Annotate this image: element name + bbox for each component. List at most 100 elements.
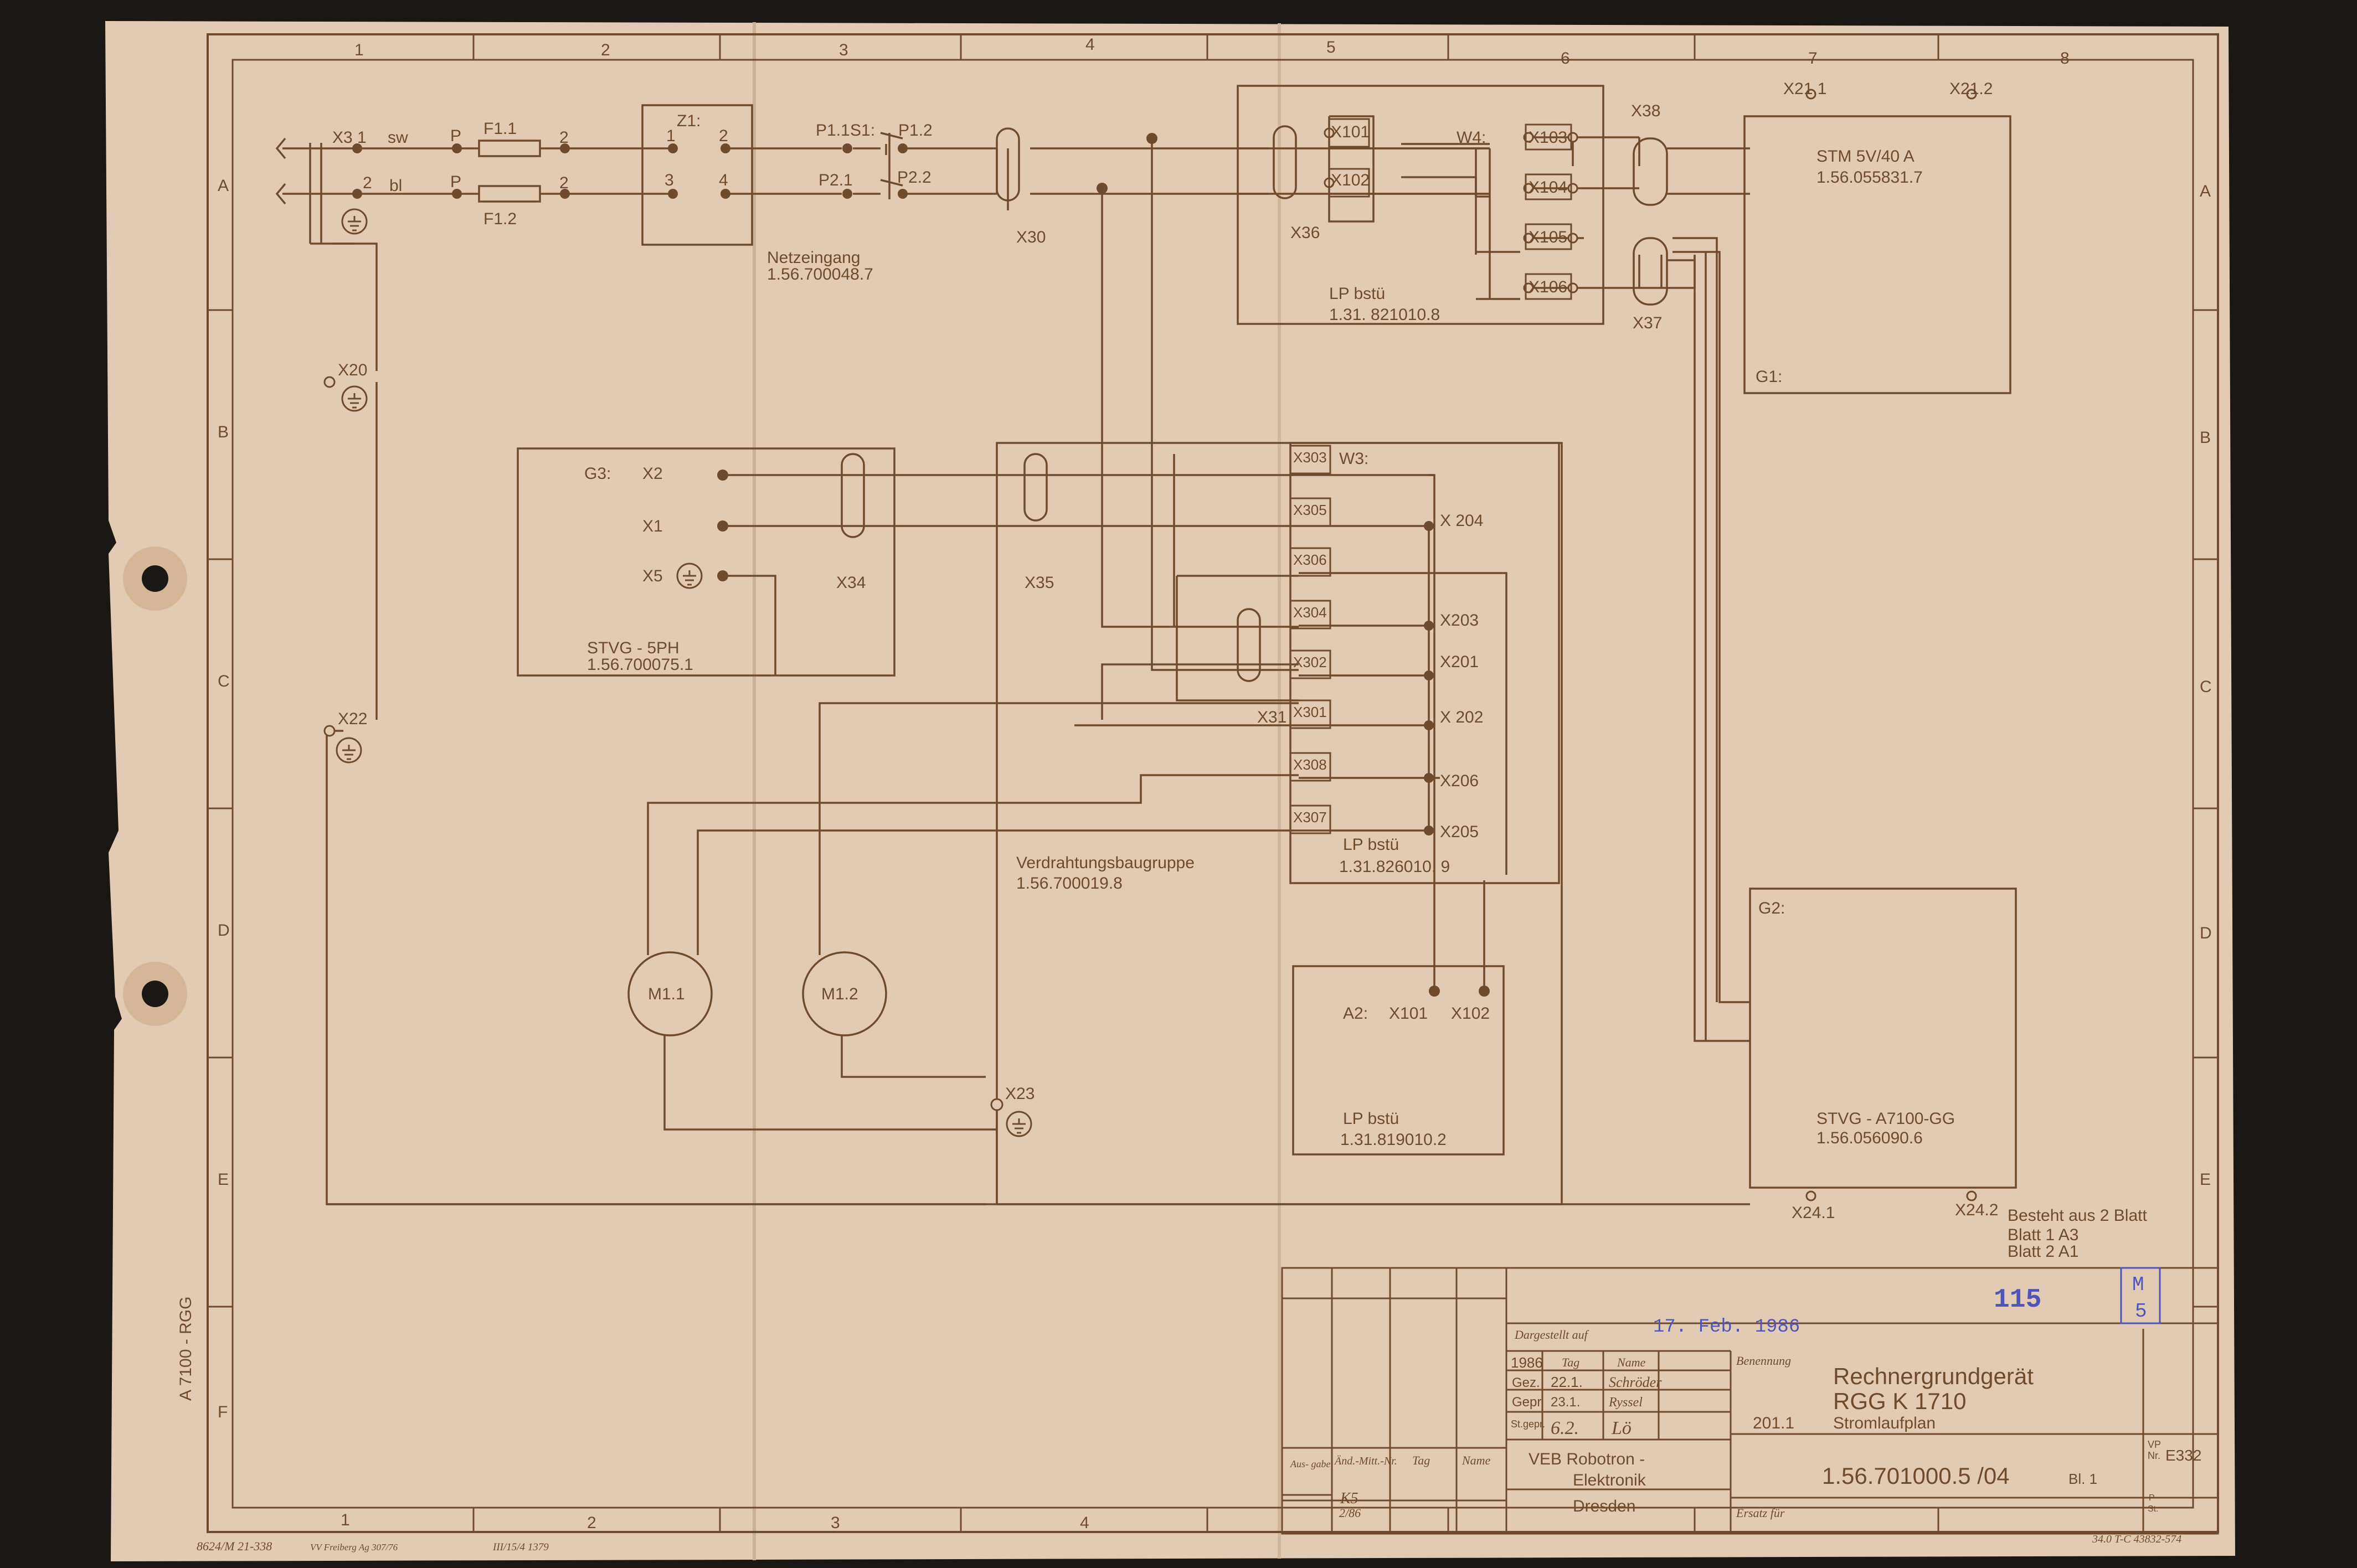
tb-gez-tag: 22.1.: [1551, 1374, 1583, 1390]
grid-col-7: 7: [1808, 49, 1818, 68]
grid-row-B-right: B: [2200, 429, 2211, 447]
label-x105: X105: [1529, 228, 1567, 246]
label-netzeingang-part: 1.56.700048.7: [767, 265, 873, 283]
grid-col-3: 3: [839, 41, 848, 59]
grid-row-A-left: A: [218, 177, 229, 195]
grid-col-1: 1: [354, 41, 364, 59]
tb-nr-val: E332: [2165, 1447, 2201, 1464]
label-s1: S1:: [850, 121, 875, 140]
label-lp1-name: LP bstü: [1329, 285, 1385, 303]
label-x22: X22: [338, 710, 367, 728]
label-f-out-bot: 2: [559, 174, 569, 192]
margin-bottom-code: III/15/4 1379: [492, 1541, 549, 1553]
sheets-note-line2: Blatt 1 A3: [2008, 1226, 2078, 1244]
grid-col-bottom-1: 1: [341, 1511, 350, 1529]
label-a2-part: 1.31.819010.2: [1340, 1131, 1447, 1149]
tb-gepr: Gepr.: [1512, 1395, 1545, 1410]
punch-hole: [142, 565, 168, 592]
label-w4: W4:: [1457, 128, 1486, 147]
label-x206: X206: [1440, 772, 1479, 790]
grid-row-A-right: A: [2200, 182, 2211, 200]
label-x3-2: 2: [363, 174, 372, 192]
label-x102: X102: [1331, 171, 1370, 189]
punch-hole: [142, 981, 168, 1007]
tb-box-stamp: [2120, 1267, 2161, 1324]
label-g1-part: 1.56.055831.7: [1816, 168, 1923, 187]
label-x24-2: X24.2: [1955, 1201, 1998, 1219]
tb-ersatz: Ersatz für: [1736, 1506, 1785, 1520]
label-w3: W3:: [1339, 450, 1368, 468]
label-z1: Z1:: [677, 112, 701, 130]
label-x38: X38: [1631, 102, 1660, 120]
label-verdrahtung-title: Verdrahtungsbaugruppe: [1016, 854, 1195, 872]
label-f1-2: F1.2: [483, 210, 517, 228]
grid-row-F-left: F: [218, 1403, 228, 1421]
grid-col-bottom-4: 4: [1080, 1514, 1089, 1532]
tb-gez: Gez.: [1512, 1375, 1540, 1390]
label-x301: X301: [1293, 704, 1327, 720]
label-z1-3: 3: [665, 171, 674, 189]
label-x203: X203: [1440, 611, 1479, 630]
tb-company-1: VEB Robotron -: [1529, 1450, 1645, 1468]
tb-stgepr-name: Lö: [1611, 1418, 1632, 1438]
tb-gepr-tag: 23.1.: [1551, 1395, 1580, 1410]
tb-stgepr-tag: 6.2.: [1551, 1418, 1579, 1438]
grid-row-D-left: D: [218, 921, 230, 940]
label-z1-1: 1: [666, 127, 676, 145]
label-x21-2: X21.2: [1949, 80, 1993, 98]
w3-connector-boxes: [1289, 118, 1572, 834]
label-verdrahtung-part: 1.56.700019.8: [1016, 874, 1123, 893]
paper-sheet: [105, 21, 2235, 1561]
outer-frame: [207, 33, 2219, 1533]
label-x307: X307: [1293, 809, 1327, 826]
label-f-out-top: 2: [559, 128, 569, 147]
label-f1-1: F1.1: [483, 120, 517, 138]
label-p-top: P: [450, 127, 461, 145]
tb-tag-2: Tag: [1412, 1453, 1430, 1467]
frame-ticks: [208, 34, 2218, 1532]
grid-row-E-right: E: [2200, 1170, 2211, 1189]
label-x37: X37: [1633, 314, 1662, 332]
grid-col-8: 8: [2060, 49, 2070, 68]
label-g2-title: STVG - A7100-GG: [1816, 1110, 1955, 1128]
tb-ausgabe-val-2: 2/86: [1339, 1506, 1361, 1520]
label-x306: X306: [1293, 551, 1327, 568]
grid-col-2: 2: [601, 41, 610, 59]
label-g3-part: 1.56.700075.1: [587, 656, 693, 674]
tb-ausgabe: Aus- gabe: [1290, 1458, 1330, 1469]
motors: [627, 951, 887, 1036]
label-x305: X305: [1293, 502, 1327, 518]
label-x3-1: X3 1: [332, 128, 367, 147]
label-x30: X30: [1016, 228, 1046, 246]
label-x106: X106: [1529, 278, 1567, 296]
terminal-dots: [352, 133, 1490, 997]
tb-title-1: Rechnergrundgerät: [1833, 1363, 2034, 1389]
tb-box-stamp-top: M: [2132, 1273, 2144, 1296]
label-p2-2: P2.2: [897, 168, 932, 187]
inner-frame: [231, 59, 2194, 1509]
tb-date-stamp: 17. Feb. 1986: [1653, 1317, 1800, 1338]
label-x1: X1: [642, 517, 663, 535]
label-x303: X303: [1293, 449, 1327, 466]
margin-side-label: A 7100 - RGG: [177, 1297, 195, 1401]
label-x302: X302: [1293, 654, 1327, 670]
tb-ausgabe-val: K5: [1340, 1490, 1358, 1507]
label-x36: X36: [1290, 224, 1320, 242]
grid-row-C-right: C: [2200, 678, 2212, 696]
label-a2-x101: X101: [1389, 1004, 1428, 1023]
grid-col-5: 5: [1326, 38, 1336, 56]
grid-row-C-left: C: [218, 672, 230, 690]
label-x304: X304: [1293, 604, 1327, 621]
tb-company-3: Dresden: [1573, 1497, 1635, 1515]
label-z1-2: 2: [719, 127, 728, 145]
tb-gez-name: Schröder: [1609, 1374, 1662, 1390]
tb-benennung: Benennung: [1736, 1354, 1791, 1368]
margin-bottom-left: 8624/M 21-338: [197, 1539, 272, 1553]
tb-drawing-number: 1.56.701000.5 /04: [1822, 1463, 2010, 1489]
label-x202: X 202: [1440, 708, 1483, 726]
label-x205: X205: [1440, 823, 1479, 841]
label-a2-x102: X102: [1451, 1004, 1490, 1023]
label-x23: X23: [1005, 1085, 1035, 1103]
tb-title-2: RGG K 1710: [1833, 1388, 1966, 1414]
tb-number-stamp: 115: [1994, 1285, 2041, 1315]
